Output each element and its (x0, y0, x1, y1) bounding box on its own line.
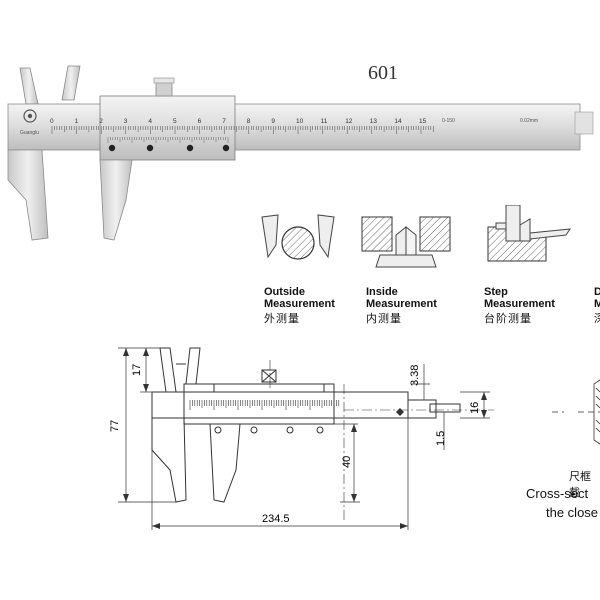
scale-number: 5 (173, 118, 177, 125)
scale-number: 0 (50, 118, 54, 125)
rivet (146, 144, 154, 152)
cross-section-caption-en: Cross-sect (526, 486, 589, 501)
scale-number: 8 (247, 118, 251, 125)
inside-measurement-icon (361, 216, 451, 268)
drawing-lower-jaw-fixed (151, 417, 187, 503)
vernier-scale (107, 137, 229, 143)
drawing-beam (151, 391, 409, 419)
range-mark: 0-150 (442, 118, 455, 124)
drawing-lower-jaw-slide (209, 423, 241, 503)
resolution-mark: 0.02mm (520, 118, 538, 124)
outside-measurement-icon (261, 214, 335, 260)
scale-number: 12 (345, 118, 353, 125)
scale-number: 15 (419, 118, 427, 125)
dim-beam-width: 16 (469, 402, 481, 414)
rivet (186, 144, 194, 152)
brand-text: Guanglu (20, 130, 39, 136)
cross-section-caption-en-2: the close (546, 505, 599, 520)
dim-offset: 1.5 (435, 431, 447, 446)
scale-number: 1 (75, 118, 79, 125)
drawing-upper-jaw-fixed (159, 347, 177, 393)
model-number: 601 (368, 62, 398, 84)
beam-tail (574, 111, 594, 135)
step-measurement-icon (487, 205, 572, 262)
scale-number: 2 (99, 118, 103, 125)
fixed-jaw (7, 149, 49, 241)
brand-logo-icon (23, 109, 37, 123)
cross-section-caption-cn: 尺框截 (569, 471, 591, 499)
scale-number: 9 (271, 118, 275, 125)
scale-number: 14 (394, 118, 402, 125)
scale-number: 10 (296, 118, 304, 125)
upper-slide-jaw (61, 65, 81, 101)
dim-jaw-height: 17 (131, 364, 143, 376)
scale-number: 3 (124, 118, 128, 125)
rivet (108, 144, 116, 152)
drawing-scale (189, 400, 340, 410)
scale-number: 11 (321, 118, 328, 125)
scale-number: 13 (370, 118, 378, 125)
scale-number: 4 (148, 118, 152, 125)
cross-section-sketch (552, 379, 600, 445)
dim-beam-thickness: 3.38 (409, 365, 421, 386)
dim-depth-rod: 40 (341, 456, 353, 468)
scale-number: 6 (198, 118, 202, 125)
rivet (222, 144, 230, 152)
drawing-upper-jaw-slide (185, 347, 201, 385)
scale-number: 7 (222, 118, 226, 125)
mode-label-depth: DM 深 (594, 286, 600, 325)
dim-overall-length: 234.5 (262, 513, 290, 525)
mode-icons (261, 205, 572, 268)
sliding-jaw (99, 159, 133, 241)
dim-overall-height: 77 (109, 420, 121, 432)
